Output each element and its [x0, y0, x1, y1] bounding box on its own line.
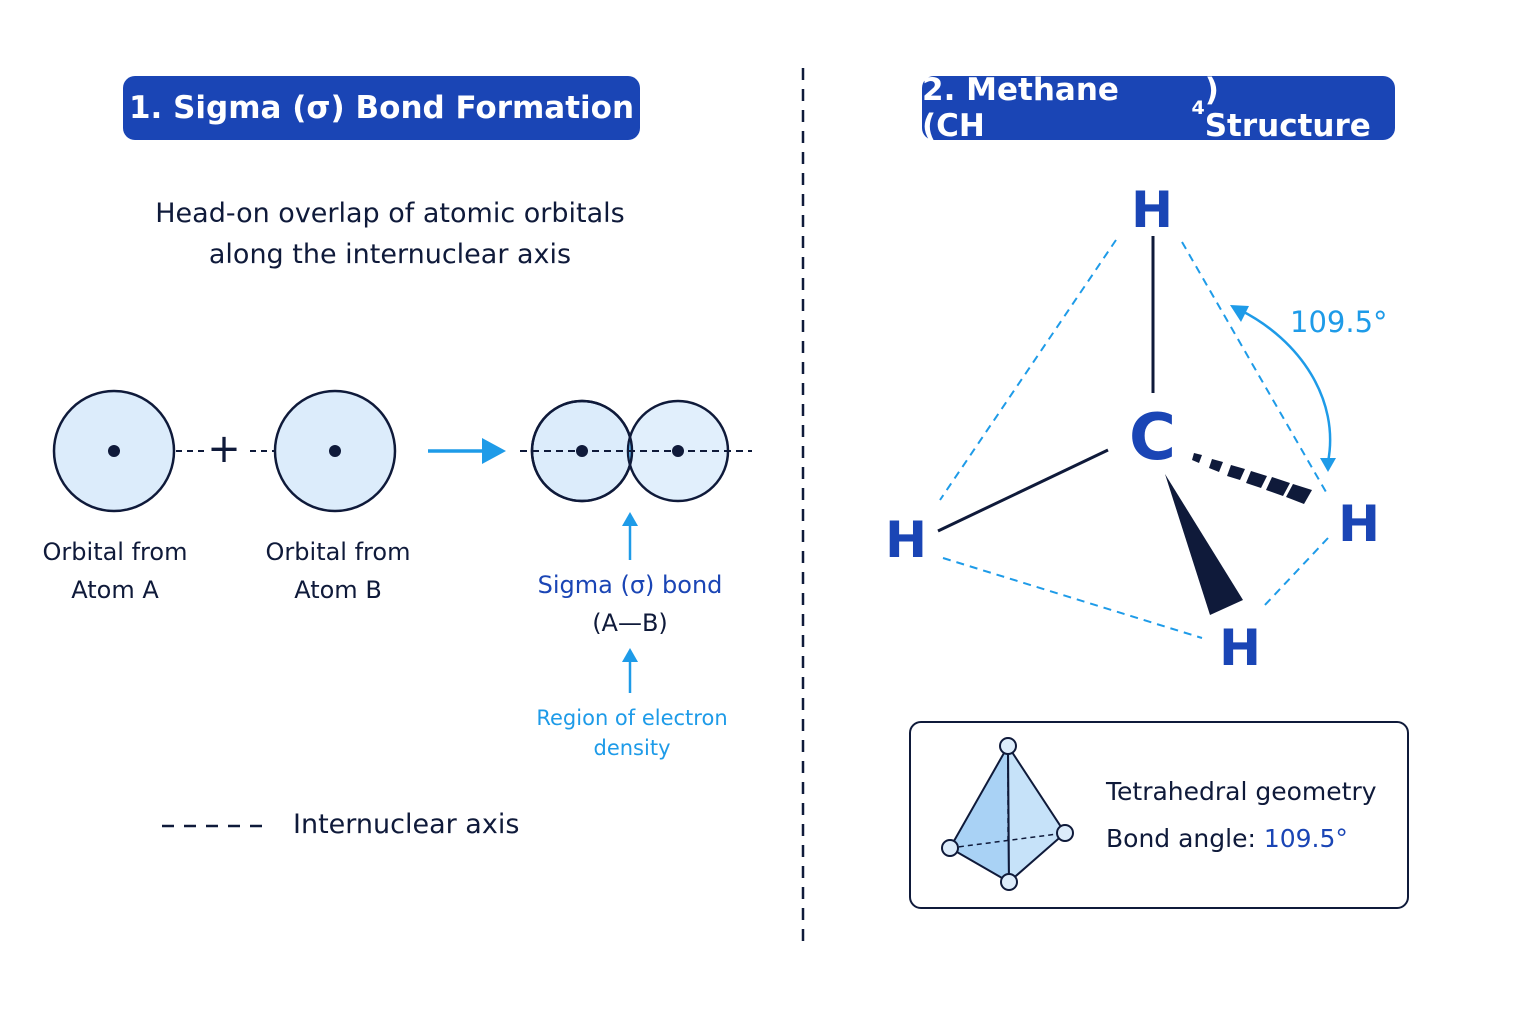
atom-h-top: H	[1131, 181, 1173, 239]
atom-h-right: H	[1338, 495, 1380, 553]
overlap-nucleus-a	[576, 445, 588, 457]
bond-c-h-right-hashed	[1192, 453, 1312, 504]
edge-right-bottom	[1263, 537, 1329, 607]
edge-top-left	[939, 239, 1117, 501]
bond-c-h-bottom-wedge	[1165, 474, 1243, 615]
nucleus-b	[329, 445, 341, 457]
sigma-subtitle-line2: along the internuclear axis	[208, 239, 572, 270]
section-title-sigma-text: 1. Sigma (σ) Bond Formation	[128, 90, 635, 126]
angle-label: 109.5°	[1290, 305, 1388, 339]
density-pointer-head	[622, 648, 638, 662]
methane-title-prefix: 2. Methane (CH	[922, 72, 1119, 144]
geometry-legend-box	[909, 721, 1409, 909]
plus-sign: +	[207, 426, 241, 472]
section-title-methane: 2. Methane (CH 4) Structure	[922, 72, 1395, 144]
reaction-arrow-head	[482, 438, 506, 464]
atom-h-bottom: H	[1219, 619, 1261, 677]
atom-c: C	[1129, 401, 1176, 475]
bond-angle-arc	[1239, 308, 1332, 463]
orbital-b-label-line2: Atom B	[294, 576, 382, 604]
bond-angle-legend-value: 109.5°	[1263, 824, 1348, 853]
geometry-label: Tetrahedral geometry	[1106, 777, 1377, 806]
section-title-sigma-bond: 1. Sigma (σ) Bond Formation	[123, 76, 640, 140]
bond-angle-legend: Bond angle: 109.5°	[1106, 821, 1348, 857]
bond-angle-arrow-top	[1230, 305, 1249, 322]
sigma-pointer-head	[622, 512, 638, 526]
orbital-a-label-line1: Orbital from	[42, 538, 188, 566]
bond-angle-legend-label: Bond angle:	[1106, 824, 1264, 853]
density-label-line1: Region of electron	[536, 706, 728, 730]
sigma-bond-label: Sigma (σ) bond	[537, 571, 723, 599]
edge-left-bottom	[942, 557, 1203, 639]
bond-c-h-left	[937, 448, 1109, 533]
tetrahedron-edges	[939, 239, 1329, 639]
orbital-a-label-line2: Atom A	[71, 576, 159, 604]
axis-legend-label: Internuclear axis	[293, 809, 520, 840]
bond-angle-arrow-bottom	[1320, 458, 1336, 472]
methane-title-subscript: 4	[1191, 97, 1205, 119]
overlap-nucleus-b	[672, 445, 684, 457]
tetrahedron-icon	[941, 737, 1074, 891]
edge-top-right	[1181, 241, 1327, 493]
nucleus-a	[108, 445, 120, 457]
sigma-bond-atoms: (A—B)	[592, 609, 668, 637]
orbital-b-label-line1: Orbital from	[265, 538, 411, 566]
methane-title-suffix: ) Structure	[1204, 72, 1371, 144]
sigma-subtitle-line1: Head-on overlap of atomic orbitals	[155, 198, 625, 229]
atom-h-left: H	[885, 511, 927, 569]
density-label-line2: density	[593, 736, 671, 760]
